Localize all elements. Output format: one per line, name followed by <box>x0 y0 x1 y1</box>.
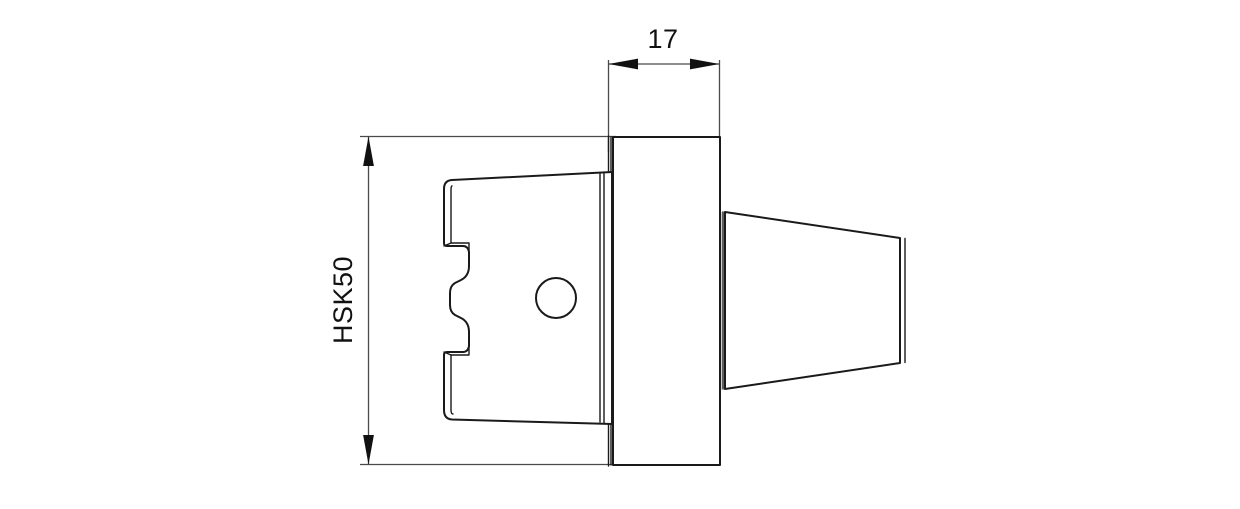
hsk-shank-group <box>443 171 613 425</box>
shank-lower-notch-thin-line <box>450 345 470 356</box>
shank-lower-face-thin-line <box>450 354 454 415</box>
arrow-head-right <box>690 58 720 70</box>
flange-body <box>612 136 721 466</box>
tapered-spigot-group <box>719 211 906 391</box>
upper-notch-corner-line <box>443 242 452 247</box>
arrow-head-top <box>363 136 374 166</box>
shank-outline <box>443 171 613 425</box>
shank-upper-face-thin-line <box>450 185 470 253</box>
vertical-dimension-label: HSK50 <box>328 256 358 344</box>
arrow-head-bottom <box>363 435 374 465</box>
coolant-bore-circle <box>535 277 577 319</box>
cone-body <box>724 211 901 390</box>
vertical-dimension-group: HSK50 <box>328 135 616 466</box>
horizontal-dimension-label: 17 <box>647 24 678 54</box>
flange-block-group <box>607 135 721 467</box>
horizontal-dimension-group: 17 <box>607 24 721 152</box>
arrow-head-left <box>608 58 638 70</box>
lower-notch-corner-line <box>443 351 452 356</box>
